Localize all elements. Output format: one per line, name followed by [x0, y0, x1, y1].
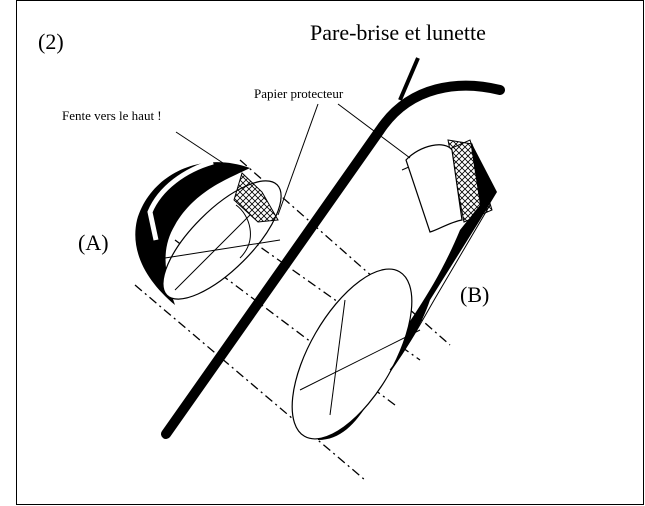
part-a-label: (A): [78, 230, 109, 255]
part-b-label: (B): [460, 282, 489, 307]
protective-paper-label: Papier protecteur: [254, 86, 344, 101]
part-b-cross-1: [299, 329, 421, 391]
part-b-cross-2: [329, 299, 346, 416]
part-b-clip: [291, 139, 497, 440]
part-a-black-shell: [135, 162, 250, 305]
part-a-paper-curl: [235, 204, 251, 259]
figure-title: Pare-brise et lunette: [310, 20, 486, 45]
step-number: (2): [38, 29, 64, 54]
windshield-glass: [161, 80, 505, 439]
guide-line-4: [134, 284, 366, 481]
part-b-protective-paper: [405, 144, 463, 233]
leader-paper-a: [277, 103, 319, 216]
part-b-face: [291, 268, 413, 440]
leader-slot: [175, 131, 227, 166]
slot-note-label: Fente vers le haut !: [62, 108, 162, 123]
part-a-clip: [135, 159, 282, 305]
part-b-body-outline: [389, 139, 491, 371]
part-a-cross-2: [164, 239, 281, 259]
part-a-cross-1: [174, 214, 251, 291]
leader-title: [398, 57, 420, 101]
part-a-adhesive-hatch: [233, 172, 279, 223]
leader-paper-b: [337, 103, 411, 159]
part-a-slot: [147, 159, 214, 241]
leader-lines: [175, 57, 420, 216]
